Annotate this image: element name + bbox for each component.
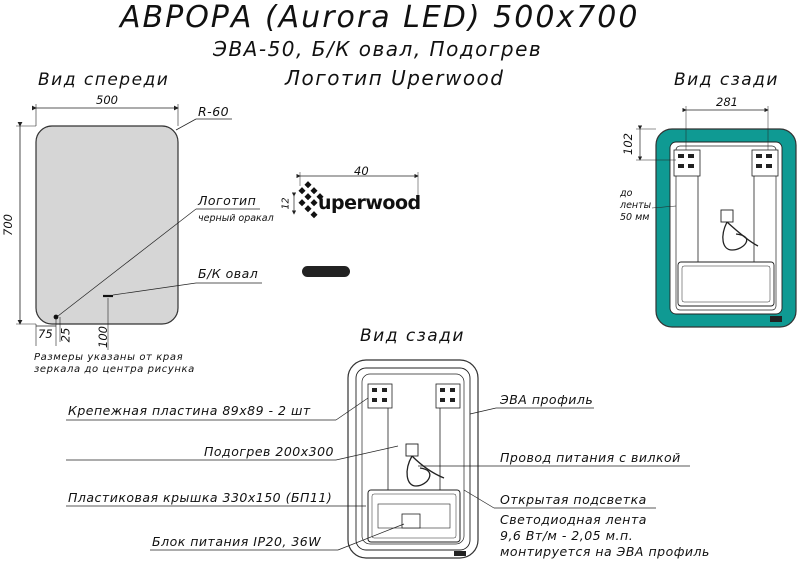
- power-block-label: Блок питания IP20, 36W: [152, 534, 322, 549]
- oval-switch: [302, 266, 350, 277]
- logo-height-dim: 12: [280, 197, 292, 210]
- led-line3: монтируется на ЭВА профиль: [500, 544, 710, 559]
- back-small-width-dim: 281: [716, 95, 738, 109]
- front-height-dim: 700: [0, 214, 15, 236]
- back-small-note-line1: до: [620, 188, 633, 199]
- front-offset-100: 100: [95, 326, 110, 348]
- led-line2: 9,6 Вт/м - 2,05 м.п.: [500, 528, 634, 543]
- front-mirror: [35, 125, 179, 325]
- page-subtitle: ЭВА-50, Б/К овал, Подогрев: [213, 37, 543, 61]
- logo-brand-text: uperwood: [318, 192, 421, 214]
- back-small-height-dim: 102: [620, 133, 635, 155]
- back-small-heading: Вид сзади: [674, 70, 779, 90]
- front-logo-mark: [53, 314, 59, 320]
- plastic-cover-label: Пластиковая крышка 330x150 (БП11): [68, 490, 333, 505]
- mounting-plate-label: Крепежная пластина 89x89 - 2 шт: [68, 403, 311, 418]
- power-cable-label: Провод питания с вилкой: [500, 450, 681, 465]
- logo-width-dim: 40: [354, 164, 369, 178]
- front-view-heading: Вид спереди: [38, 70, 170, 90]
- front-logo-sub: черный оракал: [198, 213, 274, 224]
- front-offset-75: 75: [38, 327, 53, 341]
- front-note-line1: Размеры указаны от края: [34, 352, 184, 363]
- back-large-heading: Вид сзади: [360, 326, 465, 346]
- front-note-line2: зеркала до центра рисунка: [34, 364, 195, 375]
- back-small-note-line2: ленты: [620, 200, 652, 211]
- back-small-note-line3: 50 мм: [620, 212, 650, 223]
- uperwood-logo-graphic: [298, 181, 324, 219]
- front-switch-label: Б/К овал: [198, 266, 259, 281]
- eva-profile-label: ЭВА профиль: [500, 392, 594, 407]
- front-width-dim: 500: [96, 93, 118, 107]
- logo-line: Логотип Uperwood: [285, 66, 505, 90]
- open-light-label: Открытая подсветка: [500, 492, 647, 507]
- front-logo-label: Логотип: [198, 193, 257, 208]
- page-title: АВРОРА (Aurora LED) 500x700: [120, 0, 640, 35]
- front-offset-25: 25: [58, 327, 73, 343]
- front-radius-label: R-60: [198, 104, 230, 119]
- heating-label: Подогрев 200x300: [204, 444, 334, 459]
- led-line1: Светодиодная лента: [500, 512, 647, 527]
